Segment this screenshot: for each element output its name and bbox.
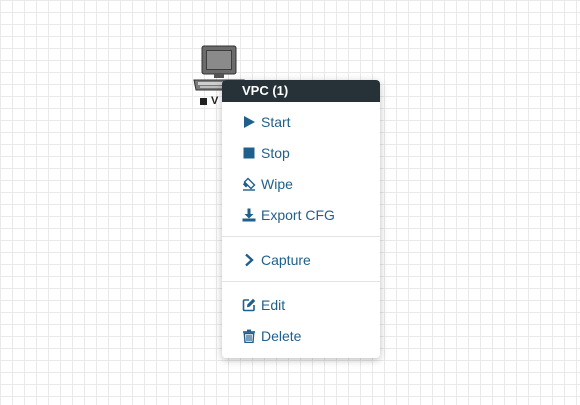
download-icon (242, 208, 256, 222)
menu-item-edit-label: Edit (261, 296, 286, 313)
chevron-right-icon (242, 253, 256, 267)
play-icon (242, 115, 256, 129)
menu-item-export-cfg-label: Export CFG (261, 206, 335, 223)
menu-item-start[interactable]: Start (222, 106, 380, 137)
menu-item-delete-label: Delete (261, 327, 302, 344)
stop-icon (242, 146, 256, 160)
menu-item-wipe-label: Wipe (261, 175, 293, 192)
menu-item-capture[interactable]: Capture (222, 244, 380, 275)
edit-icon (242, 298, 256, 312)
context-menu: VPC (1) Start Stop Wipe (222, 80, 380, 358)
status-square-icon (200, 97, 207, 105)
menu-item-capture-label: Capture (261, 251, 311, 268)
eraser-icon (242, 177, 256, 191)
menu-item-export-cfg[interactable]: Export CFG (222, 199, 380, 230)
menu-divider (222, 281, 380, 282)
menu-divider (222, 236, 380, 237)
menu-item-stop-label: Stop (261, 144, 290, 161)
context-menu-title: VPC (1) (222, 80, 380, 102)
trash-icon (242, 329, 256, 343)
vpc-node[interactable]: V (186, 40, 256, 110)
computer-icon (193, 45, 245, 91)
menu-item-edit[interactable]: Edit (222, 289, 380, 320)
menu-item-delete[interactable]: Delete (222, 320, 380, 351)
node-label-text: V (211, 95, 219, 107)
menu-item-start-label: Start (261, 113, 291, 130)
node-label: V (200, 95, 218, 107)
menu-item-wipe[interactable]: Wipe (222, 168, 380, 199)
context-menu-list: Start Stop Wipe (222, 102, 380, 351)
menu-item-stop[interactable]: Stop (222, 137, 380, 168)
